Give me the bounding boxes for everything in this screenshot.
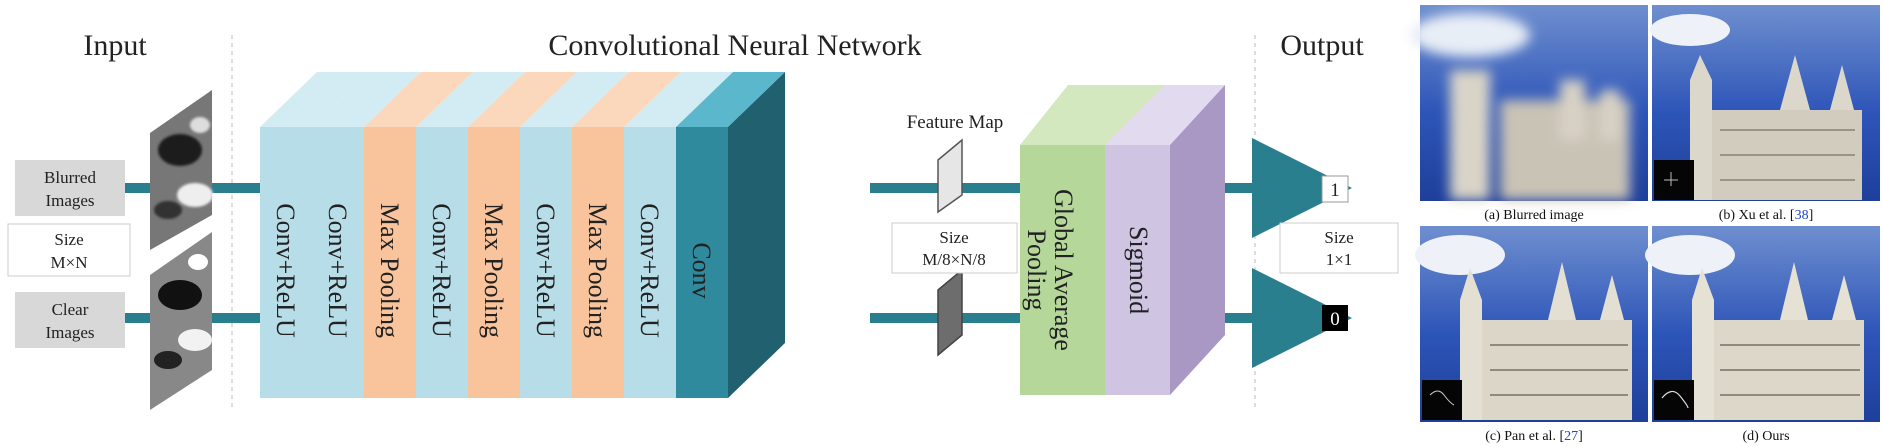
feature-map-top bbox=[937, 138, 963, 214]
output-size-label: Size bbox=[1324, 228, 1353, 247]
clear-input-image bbox=[150, 232, 212, 410]
panel-ours-image bbox=[1645, 226, 1880, 422]
output-size-box bbox=[1279, 222, 1399, 274]
input-size-box bbox=[7, 223, 131, 277]
output-size-value: 1×1 bbox=[1326, 250, 1353, 269]
output-one-value: 1 bbox=[1330, 180, 1340, 201]
feature-map-label: Feature Map bbox=[907, 112, 1004, 133]
caption-a: (a) Blurred image bbox=[1484, 208, 1584, 223]
panel-xu-image bbox=[1650, 5, 1880, 201]
cnn-layer-label-2: Conv+ReLU bbox=[323, 203, 352, 338]
cnn-layer-label-3: Max Pooling bbox=[375, 203, 404, 338]
cnn-layer-9 bbox=[676, 127, 728, 398]
output-zero-value: 0 bbox=[1330, 309, 1340, 330]
cnn-layer-top-face bbox=[468, 72, 577, 127]
cnn-layer-7 bbox=[572, 127, 624, 398]
clear-images-line2: Images bbox=[45, 323, 94, 342]
feature-size-box bbox=[891, 222, 1018, 274]
caption-d: (d) Ours bbox=[1742, 429, 1789, 444]
output-zero-box bbox=[1322, 305, 1348, 331]
cnn-layer-top-face bbox=[312, 72, 421, 127]
input-header: Input bbox=[83, 29, 147, 62]
cnn-layer-1 bbox=[260, 127, 312, 398]
cnn-layer-top-face bbox=[676, 72, 785, 127]
blurred-images-box bbox=[15, 160, 125, 216]
output-one-box bbox=[1321, 175, 1349, 203]
cnn-layer-5 bbox=[468, 127, 520, 398]
cnn-layer-top-face bbox=[416, 72, 525, 127]
cnn-layer-top-face bbox=[520, 72, 629, 127]
input-size-label: Size bbox=[54, 230, 83, 249]
blurred-input-image bbox=[150, 90, 213, 250]
blurred-images-line1: Blurred bbox=[44, 168, 96, 187]
feature-map-bottom bbox=[937, 268, 963, 357]
gap-label-line2: Pooling bbox=[1022, 230, 1051, 311]
cnn-layer-label-4: Conv+ReLU bbox=[427, 203, 456, 338]
head-layers bbox=[1020, 85, 1225, 395]
cnn-layer-2 bbox=[312, 127, 364, 398]
panel-blurred-image bbox=[1410, 5, 1648, 201]
panel-pan-image bbox=[1415, 226, 1648, 422]
cnn-header: Convolutional Neural Network bbox=[548, 29, 921, 62]
caption-b: (b) Xu et al. [38] bbox=[1719, 208, 1813, 223]
feature-size-value: M/8×N/8 bbox=[922, 250, 985, 269]
cnn-layer-6 bbox=[520, 127, 572, 398]
cnn-layer-3 bbox=[364, 127, 416, 398]
cnn-layer-top-face bbox=[364, 72, 473, 127]
cnn-layers: Conv+ReLU Conv+ReLU Max Pooling Conv+ReLU Ma… bbox=[260, 72, 785, 398]
gap-label-line1: Global Average bbox=[1049, 189, 1078, 351]
clear-images-line1: Clear bbox=[52, 300, 89, 319]
blurred-images-line2: Images bbox=[45, 191, 94, 210]
input-size-value: M×N bbox=[51, 253, 88, 272]
cnn-layer-label-9: Conv bbox=[687, 242, 716, 298]
cnn-layer-top-face bbox=[624, 72, 733, 127]
cnn-layer-label-1: Conv+ReLU bbox=[271, 203, 300, 338]
sigmoid-label: Sigmoid bbox=[1124, 226, 1153, 314]
feature-size-label: Size bbox=[939, 228, 968, 247]
cnn-layer-label-5: Max Pooling bbox=[479, 203, 508, 338]
cnn-layer-top-face bbox=[572, 72, 681, 127]
cnn-layer-8 bbox=[624, 127, 676, 398]
output-header: Output bbox=[1280, 29, 1364, 62]
cnn-conv-side-face bbox=[728, 72, 785, 398]
caption-c: (c) Pan et al. [27] bbox=[1485, 429, 1583, 444]
cnn-layer-label-6: Conv+ReLU bbox=[531, 203, 560, 338]
cnn-layer-top-face bbox=[260, 72, 369, 127]
cnn-layer-label-7: Max Pooling bbox=[583, 203, 612, 338]
cnn-layer-label-8: Conv+ReLU bbox=[635, 203, 664, 338]
clear-images-box bbox=[15, 292, 125, 348]
cnn-layer-4 bbox=[416, 127, 468, 398]
